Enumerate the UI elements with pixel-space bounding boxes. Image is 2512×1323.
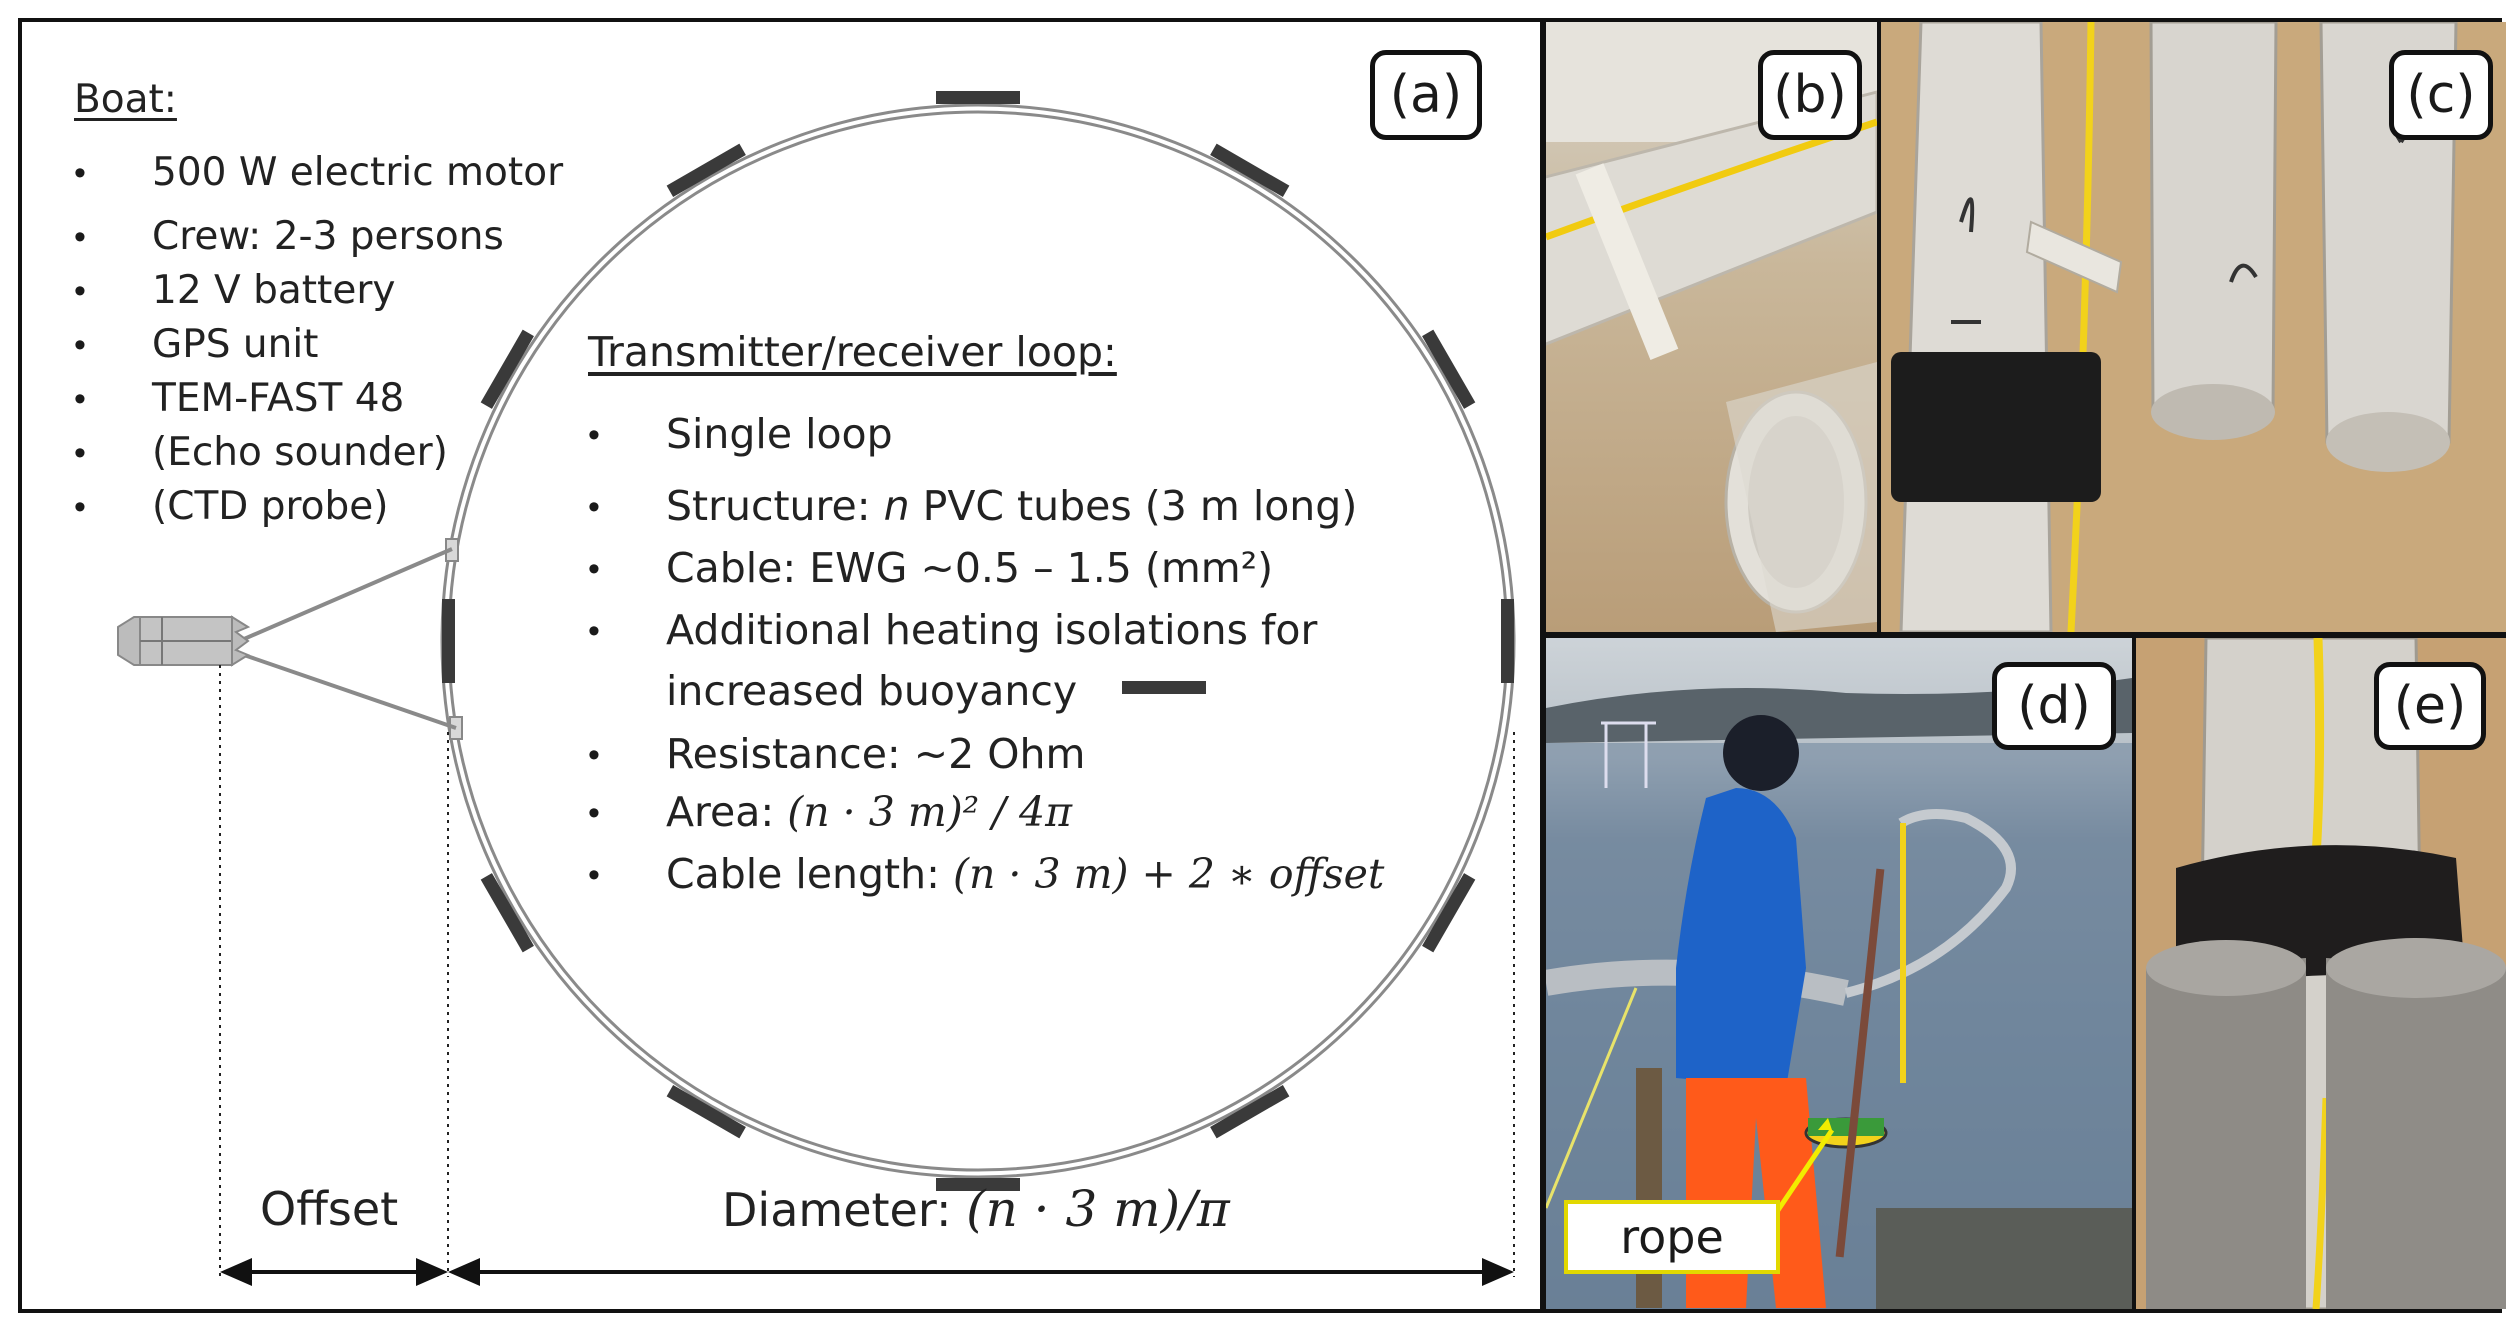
photo-row-separator bbox=[1546, 632, 2506, 638]
boat-title: Boat: bbox=[74, 77, 177, 122]
panel-label-d: (d) bbox=[1992, 662, 2116, 750]
boat-item: (CTD probe) bbox=[152, 484, 389, 529]
photo-b-c-separator bbox=[1877, 22, 1881, 632]
photo-d-e-separator bbox=[2132, 638, 2136, 1309]
panel-label-c: (c) bbox=[2389, 50, 2493, 140]
figure-frame: (a) Boat: • 500 W electric motor • Crew:… bbox=[18, 18, 2506, 1313]
structure-suffix: PVC tubes (3 m long) bbox=[909, 482, 1358, 530]
diameter-label: Diameter: (n · 3 m)/π bbox=[722, 1180, 1230, 1238]
photo-b-art bbox=[1546, 22, 1877, 632]
panel-a-schematic: (a) Boat: • 500 W electric motor • Crew:… bbox=[22, 22, 1540, 1309]
loop-item-structure: Structure: n PVC tubes (3 m long) bbox=[666, 482, 1357, 530]
bullet: • bbox=[74, 488, 86, 526]
loop-schematic bbox=[117, 91, 1516, 1286]
float-legend-swatch bbox=[1122, 681, 1206, 694]
bullet: • bbox=[74, 326, 86, 364]
cable-length-label: Cable length: bbox=[666, 850, 953, 898]
float-marker bbox=[1210, 143, 1290, 197]
bullet: • bbox=[74, 380, 86, 418]
boat-icon bbox=[117, 615, 251, 667]
structure-n: n bbox=[883, 482, 910, 530]
bullet: • bbox=[74, 218, 86, 256]
bullet: • bbox=[74, 154, 86, 192]
loop-item-cable-length: Cable length: (n · 3 m) + 2 ∗ offset bbox=[666, 850, 1384, 898]
diameter-formula: (n · 3 m)/π bbox=[966, 1180, 1230, 1238]
bullet: • bbox=[588, 416, 600, 454]
bullet: • bbox=[588, 794, 600, 832]
photo-d: (d) rope bbox=[1546, 638, 2132, 1309]
bullet: • bbox=[74, 434, 86, 472]
bullet: • bbox=[588, 856, 600, 894]
loop-item-resistance: Resistance: ~2 Ohm bbox=[666, 730, 1086, 778]
bullet: • bbox=[588, 612, 600, 650]
photo-e-art bbox=[2136, 638, 2506, 1309]
diameter-arrow bbox=[448, 1258, 1514, 1286]
photo-c: (c) bbox=[1881, 22, 2506, 632]
cable-length-formula: (n · 3 m) + 2 ∗ offset bbox=[952, 850, 1385, 898]
photo-e: (e) bbox=[2136, 638, 2506, 1309]
offset-cable bbox=[243, 547, 453, 641]
area-label: Area: bbox=[666, 788, 788, 836]
panel-separator bbox=[1540, 22, 1546, 1309]
loop-item-area: Area: (n · 3 m)² / 4π bbox=[666, 788, 1072, 836]
float-marker bbox=[1210, 1085, 1290, 1139]
boat-item: (Echo sounder) bbox=[152, 430, 448, 475]
panel-label-e: (e) bbox=[2374, 662, 2486, 750]
diameter-text: Diameter: bbox=[722, 1183, 967, 1237]
boat-item: GPS unit bbox=[152, 322, 319, 367]
loop-item-cable: Cable: EWG ~0.5 – 1.5 (mm²) bbox=[666, 544, 1274, 592]
loop-item-additional-1: Additional heating isolations for bbox=[666, 606, 1318, 654]
panel-label-a: (a) bbox=[1370, 50, 1482, 140]
offset-cable bbox=[243, 653, 457, 730]
bullet: • bbox=[74, 272, 86, 310]
float-marker bbox=[1422, 329, 1476, 409]
bullet: • bbox=[588, 736, 600, 774]
boat-item: 12 V battery bbox=[152, 268, 396, 313]
float-markers bbox=[442, 91, 1514, 1191]
rope-label: rope bbox=[1564, 1200, 1780, 1274]
float-marker bbox=[442, 599, 455, 683]
float-marker bbox=[936, 1178, 1020, 1191]
boat-item: 500 W electric motor bbox=[152, 150, 564, 195]
photo-b: (b) bbox=[1546, 22, 1877, 632]
offset-arrow bbox=[220, 1258, 448, 1286]
panel-label-b: (b) bbox=[1758, 50, 1862, 140]
float-marker bbox=[936, 91, 1020, 104]
float-marker bbox=[666, 1085, 746, 1139]
loop-item-additional-2: increased buoyancy bbox=[666, 667, 1078, 715]
boat-item: Crew: 2-3 persons bbox=[152, 214, 504, 259]
float-marker bbox=[1501, 599, 1514, 683]
float-marker bbox=[1422, 873, 1476, 953]
offset-label: Offset bbox=[260, 1182, 399, 1236]
area-formula: (n · 3 m)² / 4π bbox=[787, 788, 1073, 836]
loop-item-single: Single loop bbox=[666, 410, 893, 458]
bullet: • bbox=[588, 488, 600, 526]
loop-title: Transmitter/receiver loop: bbox=[588, 328, 1117, 376]
float-marker bbox=[480, 873, 534, 953]
boat-item: TEM-FAST 48 bbox=[152, 376, 405, 421]
float-marker bbox=[666, 143, 746, 197]
structure-prefix: Structure: bbox=[666, 482, 884, 530]
bullet: • bbox=[588, 550, 600, 588]
float-marker bbox=[480, 329, 534, 409]
